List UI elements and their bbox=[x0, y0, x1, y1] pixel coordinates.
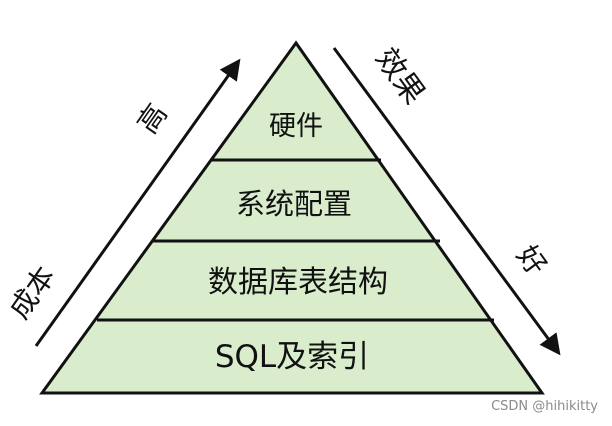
pyramid-body bbox=[39, 40, 545, 395]
watermark-text: CSDN @hihikitty bbox=[491, 399, 598, 414]
layer-label-system-config: 系统配置 bbox=[236, 187, 352, 221]
right-axis-label-good: 好 bbox=[510, 239, 553, 281]
layer-label-table-structure: 数据库表结构 bbox=[208, 265, 388, 300]
layer-label-sql-index: SQL及索引 bbox=[215, 339, 369, 375]
right-arrow bbox=[332, 47, 561, 356]
left-axis-label-cost: 成本 bbox=[3, 260, 62, 325]
layer-label-hardware: 硬件 bbox=[269, 111, 323, 142]
right-axis-label-effect: 效果 bbox=[368, 42, 432, 111]
left-arrow bbox=[34, 58, 241, 347]
left-axis-label-high: 高 bbox=[131, 98, 174, 140]
